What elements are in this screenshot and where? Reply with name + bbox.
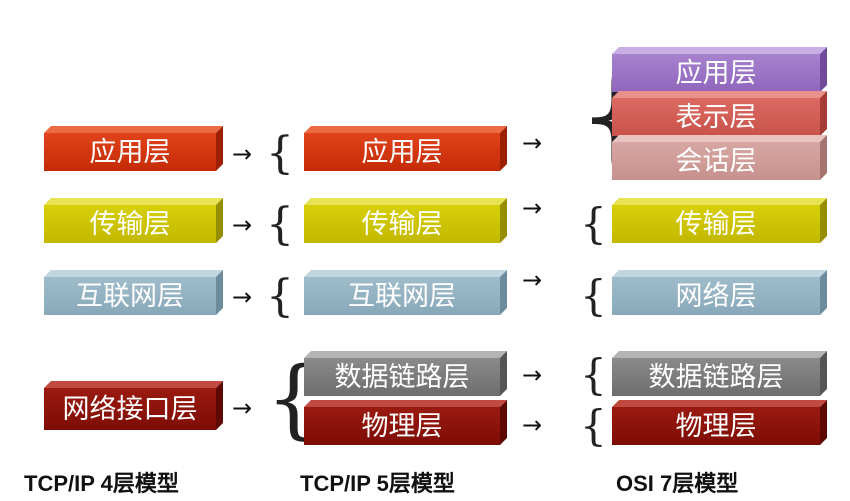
layer-label: 传输层	[675, 208, 757, 240]
arrow-icon: →	[522, 194, 543, 222]
arrow-icon: →	[232, 394, 253, 422]
arrow-icon: →	[522, 266, 543, 294]
tcpip4-application-layer: 应用层	[44, 126, 223, 171]
tcpip5-transport-layer: 传输层	[304, 198, 507, 243]
layer-label: 网络接口层	[62, 393, 198, 425]
layer-label: 物理层	[361, 410, 443, 442]
osi-session-layer: 会话层	[612, 135, 827, 180]
arrow-icon: →	[232, 283, 253, 311]
layer-label: 传输层	[361, 208, 443, 240]
layer-label: 应用层	[361, 136, 443, 168]
layer-label: 网络层	[675, 280, 757, 312]
osi-application-layer: 应用层	[612, 47, 827, 92]
layer-label: 应用层	[89, 136, 171, 168]
layer-label: 互联网层	[76, 280, 184, 312]
brace-icon: {	[580, 401, 607, 450]
arrow-icon: →	[522, 411, 543, 439]
layer-label: 表示层	[675, 101, 757, 133]
layer-label: 数据链路层	[334, 361, 470, 393]
tcpip5-physical-layer: 物理层	[304, 400, 507, 445]
tcpip4-transport-layer: 传输层	[44, 198, 223, 243]
tcpip5-datalink-layer: 数据链路层	[304, 351, 507, 396]
layer-label: 互联网层	[348, 280, 456, 312]
osi-transport-layer: 传输层	[612, 198, 827, 243]
layer-label: 数据链路层	[648, 361, 784, 393]
layer-label: 应用层	[675, 57, 757, 89]
brace-icon: {	[580, 199, 607, 248]
osi-presentation-layer: 表示层	[612, 91, 827, 136]
layer-label: 会话层	[675, 145, 757, 177]
tcpip4-network-interface-layer: 网络接口层	[44, 381, 223, 430]
layer-label: 物理层	[675, 410, 757, 442]
brace-icon: {	[580, 350, 607, 399]
brace-icon: {	[266, 271, 294, 322]
osi-network-layer: 网络层	[612, 270, 827, 315]
osi7-caption: OSI 7层模型	[616, 471, 739, 496]
brace-icon: {	[580, 271, 607, 320]
arrow-icon: →	[232, 140, 253, 168]
layer-label: 传输层	[89, 208, 171, 240]
osi-physical-layer: 物理层	[612, 400, 827, 445]
brace-icon: {	[266, 128, 294, 179]
arrow-icon: →	[522, 129, 543, 157]
tcpip4-internet-layer: 互联网层	[44, 270, 223, 315]
brace-icon: {	[266, 199, 294, 250]
tcpip4-caption: TCP/IP 4层模型	[24, 471, 179, 496]
tcpip5-internet-layer: 互联网层	[304, 270, 507, 315]
tcpip5-application-layer: 应用层	[304, 126, 507, 171]
tcpip5-caption: TCP/IP 5层模型	[300, 471, 455, 496]
arrow-icon: →	[232, 211, 253, 239]
osi-datalink-layer: 数据链路层	[612, 351, 827, 396]
arrow-icon: →	[522, 361, 543, 389]
